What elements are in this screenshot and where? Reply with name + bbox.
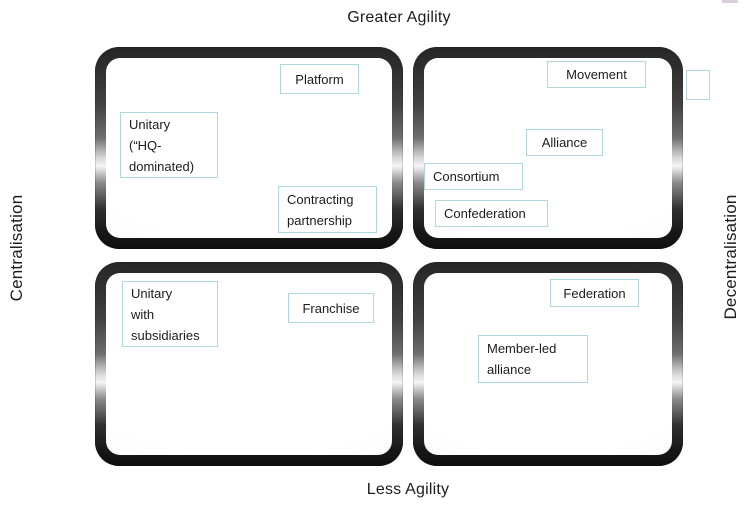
label-text-platform: Platform [295,71,344,87]
label-text-contracting-partnership: Contracting partnership [287,191,354,228]
label-box-contracting-partnership: Contracting partnership [278,186,377,233]
axis-label-bottom: Less Agility [366,481,450,498]
label-text-alliance: Alliance [541,135,588,150]
label-text-consortium: Consortium [433,169,500,184]
label-text-movement: Movement [566,67,627,82]
label-box-confederation: Confederation [435,200,548,227]
label-box-unitary-hq-dominated: Unitary (“HQ- dominated) [120,112,218,178]
label-box-member-led-alliance: Member-led alliance [478,335,588,383]
label-box-movement: Movement [547,61,646,88]
label-box-franchise: Franchise [288,293,374,323]
quadrant-bottom-left [95,262,403,466]
label-box-platform: Platform [280,64,359,94]
axis-label-top: Greater Agility [347,9,451,26]
label-text-member-led-alliance: Member-led alliance [487,341,557,377]
label-text-franchise: Franchise [302,300,360,316]
label-box-unitary-with-subsidiaries: Unitary with subsidiaries [122,281,218,347]
label-box-consortium: Consortium [424,163,523,190]
label-box-federation: Federation [550,279,639,307]
label-box-partial-offscreen [686,70,710,100]
label-box-alliance: Alliance [526,129,603,156]
label-text-unitary-with-subsidiaries: Unitary with subsidiaries [131,285,200,343]
edge-artifact [722,0,738,3]
label-text-confederation: Confederation [444,206,526,221]
axis-label-right: Decentralisation [721,194,740,320]
label-text-federation: Federation [563,285,626,301]
label-text-unitary-hq-dominated: Unitary (“HQ- dominated) [129,116,195,174]
axis-label-left: Centralisation [7,194,26,302]
